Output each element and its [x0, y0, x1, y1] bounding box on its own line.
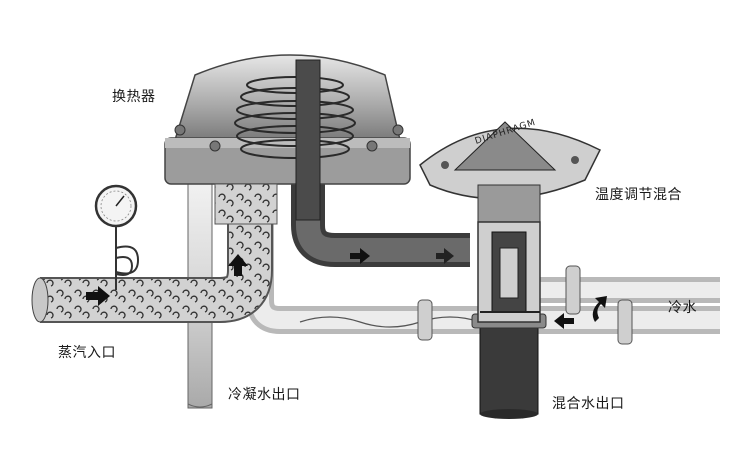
heat-exchanger — [164, 54, 411, 225]
steam-inlet-label: 蒸汽入口 — [58, 345, 116, 361]
arrow-up-icon — [592, 296, 607, 322]
condensate-outlet-label: 冷凝水出口 — [228, 387, 301, 403]
arrow-right-icon — [350, 248, 370, 264]
arrow-up-icon — [228, 254, 248, 276]
arrow-left-icon — [554, 313, 574, 329]
mixing-valve: DIAPHRAGM — [419, 118, 602, 323]
steam-pipe — [31, 180, 273, 323]
temp-valve-label: 温度调节混合 — [595, 187, 682, 203]
arrow-right-icon — [86, 286, 110, 306]
heat-exchanger-label: 换热器 — [112, 89, 156, 105]
mixed-water-pipe — [471, 313, 547, 419]
hot-water-pipe — [291, 80, 470, 267]
mixed-water-outlet-label: 混合水出口 — [552, 396, 625, 412]
cold-water-label: 冷水 — [668, 300, 697, 316]
arrow-right-icon — [436, 248, 454, 264]
flow-arrows — [86, 248, 607, 329]
pressure-gauge-icon — [94, 184, 140, 290]
